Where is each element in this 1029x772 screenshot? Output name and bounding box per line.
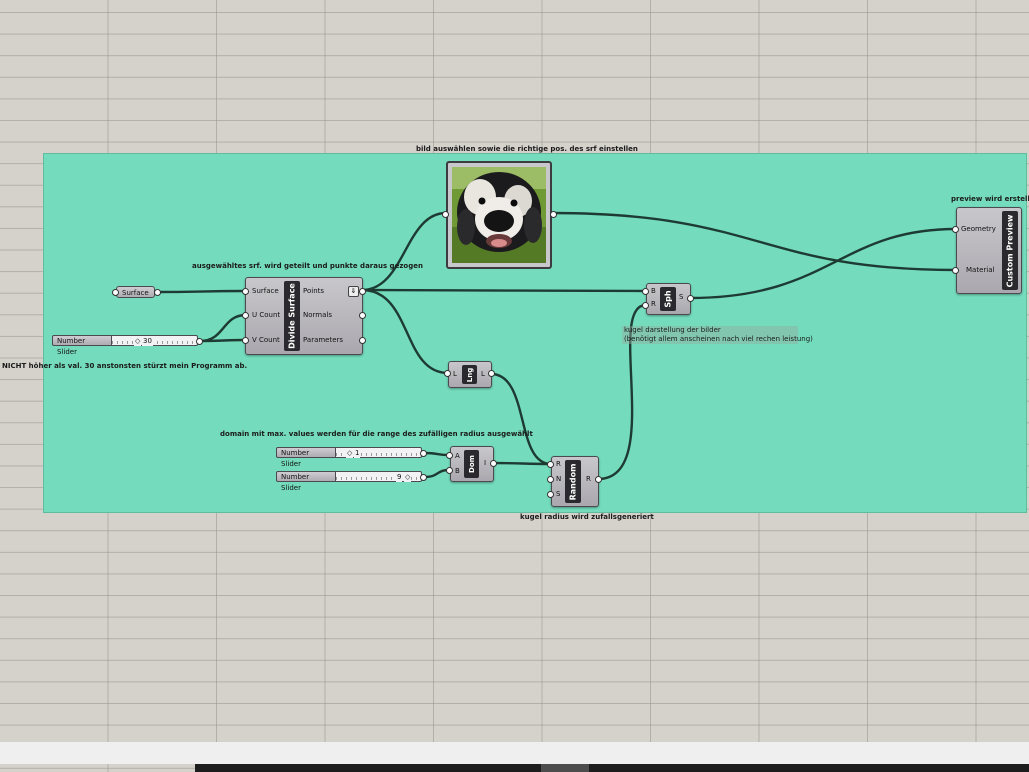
dog-image <box>452 167 546 263</box>
length-name: Lng <box>465 367 474 382</box>
number-slider-max[interactable]: Number Slider 9 ◇ <box>276 471 422 492</box>
slider-handle-icon[interactable]: ◇ <box>346 448 354 458</box>
sphere-port-base[interactable] <box>642 288 649 295</box>
length-port-input[interactable] <box>444 370 451 377</box>
slider-max-port[interactable] <box>420 474 427 481</box>
bottom-bar <box>195 764 1029 772</box>
image-port-output[interactable] <box>550 211 557 218</box>
sphere-name: Sph <box>663 290 673 308</box>
domain-name: Dom <box>467 455 476 473</box>
divide-input-ucount: U Count <box>252 311 281 319</box>
length-name-bar: Lng <box>462 365 477 384</box>
slider-name: Number Slider <box>52 335 112 356</box>
taskbar <box>0 742 1029 764</box>
sphere-name-bar: Sph <box>660 287 676 311</box>
sphere-output: S <box>679 293 684 301</box>
slider-track[interactable]: 9 ◇ <box>336 471 422 482</box>
note-preview-title: preview wird erstellt <box>951 195 1029 203</box>
random-port-range[interactable] <box>547 461 554 468</box>
random-input-number: N <box>556 475 562 483</box>
note-warning: NICHT höher als val. 30 anstonsten stürz… <box>2 362 248 370</box>
domain-output: I <box>484 459 487 467</box>
domain-component[interactable]: A B Dom I <box>450 446 494 482</box>
image-port-input[interactable] <box>442 211 449 218</box>
divide-port-normals[interactable] <box>359 312 366 319</box>
custom-preview-component[interactable]: Geometry Material Custom Preview <box>956 207 1022 294</box>
note-domain-title: domain mit max. values werden für die ra… <box>220 430 533 438</box>
sphere-component[interactable]: B R Sph S <box>646 283 691 315</box>
divide-surface-component[interactable]: Surface U Count V Count Divide Surface P… <box>245 277 363 355</box>
random-output: R <box>586 475 591 483</box>
note-sphere-line-2: (benötigt allem anscheinen nach viel rec… <box>624 335 813 343</box>
note-sphere-line-1: kugel darstellung der bilder <box>624 326 721 334</box>
preview-port-geometry[interactable] <box>952 226 959 233</box>
divide-port-ucount[interactable] <box>242 312 249 319</box>
slider-name: Number Slider <box>276 471 336 492</box>
random-input-seed: S <box>556 490 561 498</box>
random-component[interactable]: R N S Random R <box>551 456 599 507</box>
image-sampler-panel[interactable] <box>446 161 552 269</box>
sphere-input-base: B <box>651 287 656 295</box>
sphere-input-radius: R <box>651 300 656 308</box>
note-random: kugel radius wird zufallsgeneriert <box>520 513 654 521</box>
divide-port-points[interactable] <box>359 288 366 295</box>
divide-output-points: Points <box>303 287 325 295</box>
divide-port-vcount[interactable] <box>242 337 249 344</box>
slider-value: 1 <box>354 448 361 458</box>
surface-param[interactable]: Surface <box>116 286 155 298</box>
divide-input-vcount: V Count <box>252 336 280 344</box>
random-port-output[interactable] <box>595 476 602 483</box>
slider-name: Number Slider <box>276 447 336 468</box>
slider-track[interactable]: ◇ 1 <box>336 447 422 458</box>
divide-port-parameters[interactable] <box>359 337 366 344</box>
bottom-bar-segment[interactable] <box>541 764 589 772</box>
length-port-output[interactable] <box>488 370 495 377</box>
divide-output-normals: Normals <box>303 311 332 319</box>
random-port-seed[interactable] <box>547 491 554 498</box>
slider-min-port[interactable] <box>420 450 427 457</box>
random-input-range: R <box>556 460 561 468</box>
domain-port-a[interactable] <box>446 452 453 459</box>
domain-input-b: B <box>455 467 460 475</box>
surface-param-input-port[interactable] <box>112 289 119 296</box>
random-name: Random <box>568 463 578 500</box>
slider-value: 30 <box>142 336 153 346</box>
graft-arrow-icon[interactable]: ⇓ <box>348 286 359 297</box>
length-component[interactable]: L Lng L <box>448 361 492 388</box>
sphere-port-output[interactable] <box>687 295 694 302</box>
note-divide-title: ausgewähltes srf. wird geteilt und punkt… <box>192 262 423 270</box>
length-input: L <box>453 370 457 378</box>
number-slider-min[interactable]: Number Slider ◇ 1 <box>276 447 422 468</box>
random-name-bar: Random <box>565 460 581 503</box>
sphere-port-radius[interactable] <box>642 302 649 309</box>
slider-vcount-port[interactable] <box>196 338 203 345</box>
dog-photo-icon <box>452 167 546 263</box>
preview-input-geometry: Geometry <box>961 225 996 233</box>
domain-port-b[interactable] <box>446 467 453 474</box>
domain-port-output[interactable] <box>490 460 497 467</box>
preview-port-material[interactable] <box>952 267 959 274</box>
preview-input-material: Material <box>966 266 995 274</box>
slider-handle-icon[interactable]: ◇ <box>404 472 412 482</box>
divide-input-surface: Surface <box>252 287 279 295</box>
note-image-title: bild auswählen sowie die richtige pos. d… <box>416 145 638 153</box>
note-sphere: kugel darstellung der bilder (benötigt a… <box>622 326 813 344</box>
random-port-number[interactable] <box>547 476 554 483</box>
length-output: L <box>481 370 485 378</box>
preview-name: Custom Preview <box>1005 214 1015 287</box>
domain-name-bar: Dom <box>464 450 479 478</box>
domain-input-a: A <box>455 452 460 460</box>
divide-output-parameters: Parameters <box>303 336 344 344</box>
divide-name: Divide Surface <box>287 283 297 349</box>
divide-port-surface[interactable] <box>242 288 249 295</box>
slider-track[interactable]: ◇ 30 <box>112 335 198 346</box>
slider-handle-icon[interactable]: ◇ <box>134 336 142 346</box>
divide-name-bar: Divide Surface <box>284 281 300 351</box>
slider-value: 9 <box>396 472 403 482</box>
number-slider-vcount[interactable]: Number Slider ◇ 30 <box>52 335 198 356</box>
preview-name-bar: Custom Preview <box>1002 211 1018 290</box>
surface-param-output-port[interactable] <box>154 289 161 296</box>
